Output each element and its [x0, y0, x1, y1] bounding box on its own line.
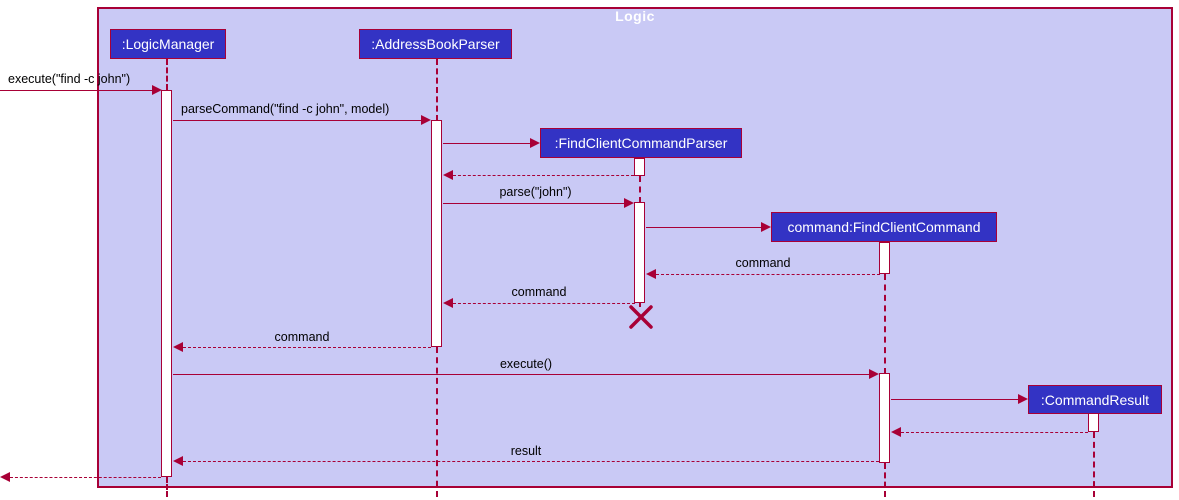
- arrowhead-icon: [443, 298, 453, 308]
- activation-addressbookparser: [431, 120, 442, 347]
- activation-commandresult: [1088, 413, 1099, 432]
- lifeline-findclientcommandparser: [639, 176, 641, 203]
- participant-label: :LogicManager: [121, 36, 215, 52]
- message-label: command: [511, 285, 567, 299]
- arrowhead-icon: [761, 222, 771, 232]
- lifeline-findclientcommandparser: [639, 303, 641, 307]
- message-label: result: [510, 444, 542, 458]
- lifeline-logicmanager: [166, 59, 168, 90]
- message-line: [0, 90, 153, 91]
- lifeline-logicmanager: [166, 477, 168, 497]
- destroy-x-icon: [629, 305, 653, 329]
- message-line: [10, 477, 161, 478]
- message-label: command: [274, 330, 330, 344]
- arrowhead-icon: [869, 369, 879, 379]
- activation-findclientcommand-1: [879, 242, 890, 274]
- arrowhead-icon: [173, 456, 183, 466]
- arrowhead-icon: [152, 85, 162, 95]
- message-label: command: [735, 256, 791, 270]
- message-line: [173, 120, 423, 121]
- lifeline-commandresult: [1093, 432, 1095, 497]
- arrowhead-icon: [1018, 394, 1028, 404]
- activation-findclientcommand-2: [879, 373, 890, 463]
- frame-title: Logic: [615, 8, 655, 24]
- message-line: [656, 274, 880, 275]
- activation-logicmanager: [161, 90, 172, 477]
- participant-label: :FindClientCommandParser: [554, 135, 728, 151]
- activation-findclientcommandparser-2: [634, 202, 645, 303]
- participant-logicmanager: :LogicManager: [110, 29, 226, 59]
- message-label: execute("find -c john"): [8, 72, 131, 86]
- lifeline-addressbookparser: [436, 347, 438, 497]
- lifeline-findclientcommand: [884, 463, 886, 497]
- message-line: [453, 303, 635, 304]
- message-label: execute(): [499, 357, 553, 371]
- arrowhead-icon: [443, 170, 453, 180]
- message-line: [443, 143, 531, 144]
- arrowhead-icon: [530, 138, 540, 148]
- message-line: [646, 227, 762, 228]
- participant-label: command:FindClientCommand: [787, 219, 981, 235]
- message-line: [891, 399, 1019, 400]
- message-line: [183, 347, 431, 348]
- arrowhead-icon: [173, 342, 183, 352]
- message-line: [183, 461, 879, 462]
- arrowhead-icon: [421, 115, 431, 125]
- arrowhead-icon: [624, 198, 634, 208]
- lifeline-addressbookparser: [436, 59, 438, 121]
- activation-findclientcommandparser-1: [634, 158, 645, 176]
- participant-findclientcommand: command:FindClientCommand: [771, 212, 997, 242]
- message-line: [173, 374, 870, 375]
- arrowhead-icon: [646, 269, 656, 279]
- participant-label: :AddressBookParser: [371, 36, 500, 52]
- participant-findclientcommandparser: :FindClientCommandParser: [540, 128, 742, 158]
- arrowhead-icon: [891, 427, 901, 437]
- arrowhead-icon: [0, 472, 10, 482]
- lifeline-findclientcommand: [884, 274, 886, 374]
- message-line: [453, 175, 634, 176]
- message-line: [901, 432, 1088, 433]
- message-line: [443, 203, 625, 204]
- participant-commandresult: :CommandResult: [1028, 385, 1162, 414]
- message-label: parse("john"): [499, 185, 572, 199]
- message-label: parseCommand("find -c john", model): [181, 102, 390, 116]
- participant-label: :CommandResult: [1040, 391, 1150, 408]
- participant-addressbookparser: :AddressBookParser: [359, 29, 512, 59]
